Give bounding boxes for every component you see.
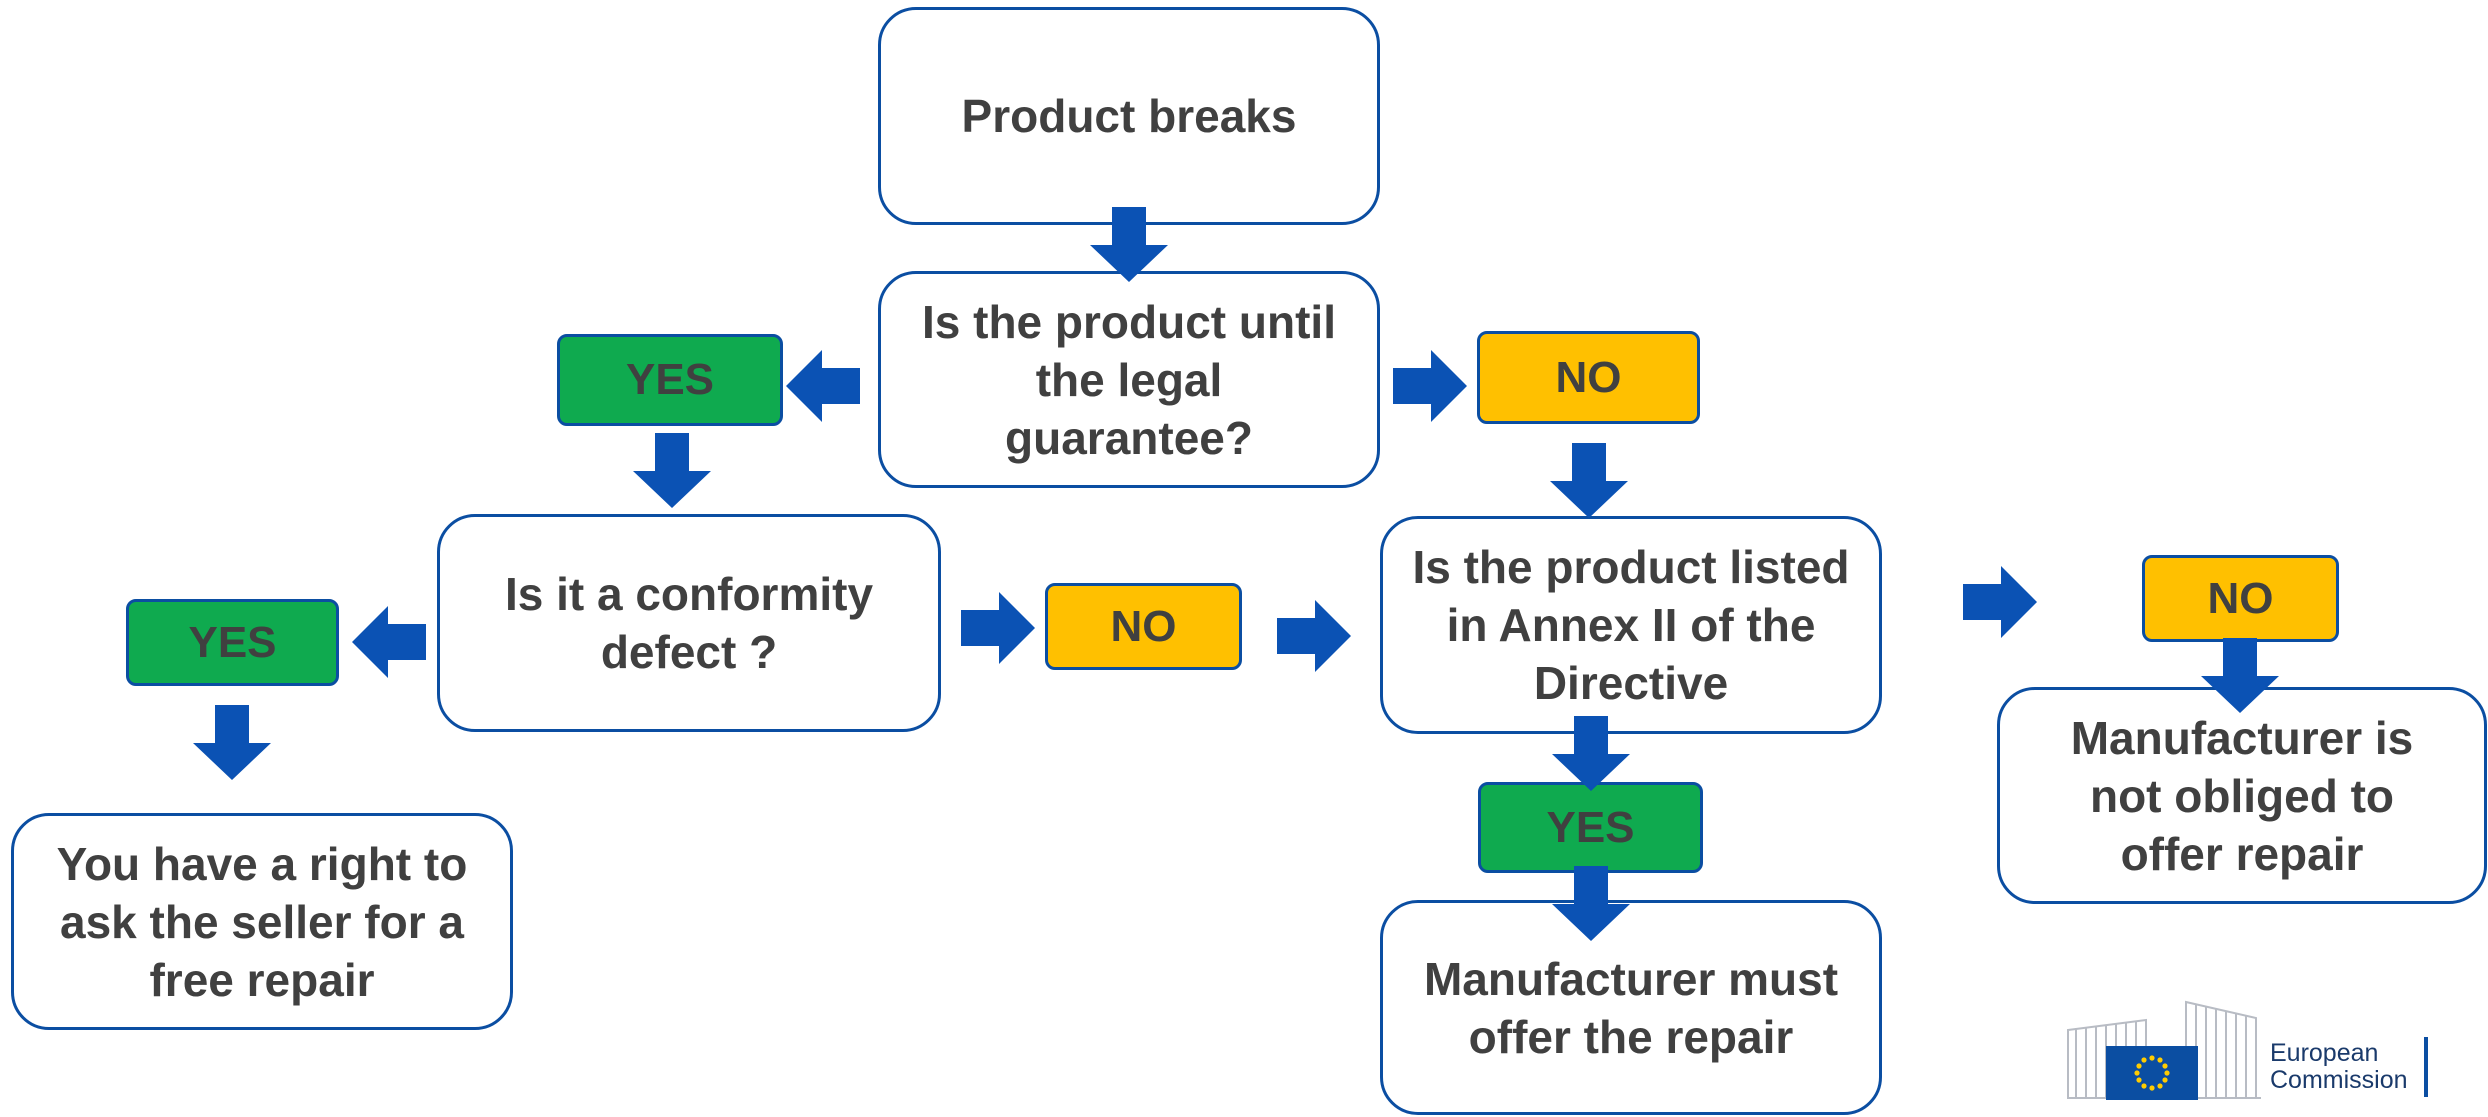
arrow-down-4 bbox=[193, 705, 271, 780]
arrow-right-no-guarantee bbox=[1393, 350, 1467, 422]
arrow-down-5 bbox=[1552, 716, 1630, 791]
conformity-question-box: Is it a conformity defect ? bbox=[437, 514, 941, 732]
yes-label-conformity: YES bbox=[126, 599, 339, 686]
not-obliged-box: Manufacturer is not obliged to offer rep… bbox=[1997, 687, 2487, 904]
arrow-left-yes-guarantee bbox=[786, 350, 860, 422]
arrow-down-2 bbox=[633, 433, 711, 508]
conformity-question-text: Is it a conformity defect ? bbox=[504, 568, 874, 678]
product-breaks-box: Product breaks bbox=[878, 7, 1380, 225]
arrow-right-no-conformity-1 bbox=[961, 592, 1035, 664]
no-label-guarantee: NO bbox=[1477, 331, 1700, 424]
arrow-right-no-conformity-2 bbox=[1277, 600, 1351, 672]
product-breaks-text: Product breaks bbox=[961, 90, 1297, 142]
annex-question-text: Is the product listed in Annex II of the… bbox=[1412, 541, 1850, 709]
arrow-right-no-annex bbox=[1963, 566, 2037, 638]
arrow-down-3 bbox=[1550, 443, 1628, 518]
logo-line-1: European bbox=[2270, 1039, 2379, 1067]
arrow-down-1 bbox=[1090, 207, 1168, 282]
yes-label-annex: YES bbox=[1478, 782, 1703, 873]
guarantee-question-box: Is the product until the legal guarantee… bbox=[878, 271, 1380, 488]
logo-text: European Commission bbox=[2270, 1040, 2408, 1094]
guarantee-question-text: Is the product until the legal guarantee… bbox=[922, 295, 1336, 464]
annex-question-box: Is the product listed in Annex II of the… bbox=[1380, 516, 1882, 734]
must-offer-text: Manufacturer must offer the repair bbox=[1423, 952, 1839, 1063]
yes-label-guarantee: YES bbox=[557, 334, 783, 426]
free-repair-box: You have a right to ask the seller for a… bbox=[11, 813, 513, 1030]
logo-line-2: Commission bbox=[2270, 1066, 2408, 1094]
european-commission-logo bbox=[2067, 1000, 2261, 1100]
eu-flag-icon bbox=[2106, 1046, 2198, 1100]
arrow-down-6 bbox=[1552, 866, 1630, 941]
arrow-down-7 bbox=[2201, 638, 2279, 713]
logo-divider bbox=[2424, 1037, 2428, 1097]
free-repair-text: You have a right to ask the seller for a… bbox=[56, 837, 468, 1006]
arrow-left-yes-conformity bbox=[352, 606, 426, 678]
must-offer-box: Manufacturer must offer the repair bbox=[1380, 900, 1882, 1115]
no-label-annex: NO bbox=[2142, 555, 2339, 642]
no-label-conformity: NO bbox=[1045, 583, 1242, 670]
not-obliged-text: Manufacturer is not obliged to offer rep… bbox=[2070, 711, 2414, 880]
